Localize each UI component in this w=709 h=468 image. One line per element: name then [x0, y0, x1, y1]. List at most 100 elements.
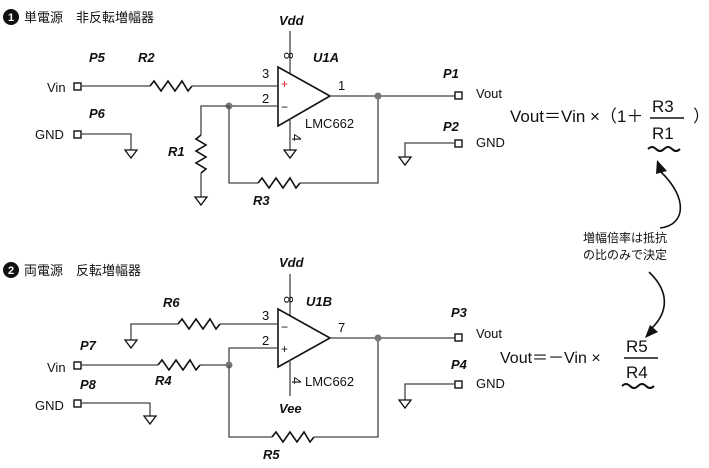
- callout-arrow-up: [659, 171, 682, 229]
- section1-formula-squiggle: [647, 146, 681, 152]
- section1-vout-label: Vout: [476, 86, 502, 101]
- section1-fb-right-wire: [300, 96, 379, 184]
- section1-pin-minus: 2: [262, 91, 269, 106]
- section2-fb-right-wire: [314, 338, 379, 438]
- section1-opamp-ref: U1A: [313, 50, 339, 65]
- section1-p2-ref: P2: [443, 119, 460, 134]
- section2-title: 両電源 反転増幅器: [24, 264, 141, 279]
- section2-p8-ref: P8: [80, 377, 97, 392]
- section1-opamp-part: LMC662: [305, 116, 354, 131]
- section1-pin-plus: 3: [262, 66, 269, 81]
- section2-p4-gnd-label: GND: [476, 376, 505, 391]
- section1-pin-supply-top: 8: [281, 52, 296, 59]
- section1-p5-ref: P5: [89, 50, 106, 65]
- section2-fb-left-wire: [228, 365, 272, 438]
- section1-p2-ground-icon: [397, 156, 413, 167]
- section1-r1-resistor: [194, 134, 208, 174]
- section2-r6-resistor: [177, 317, 221, 331]
- section2-junction-output: [374, 334, 382, 342]
- section2-p8-ground-icon: [142, 415, 158, 426]
- section2-r6-ground-icon: [123, 339, 139, 350]
- section2-p4-terminal[interactable]: [454, 380, 463, 389]
- section1-supply-label: Vdd: [279, 13, 305, 28]
- section2-plus-sign: +: [281, 342, 288, 356]
- callout: 増幅倍率は抵抗 の比のみで決定: [583, 160, 682, 338]
- section2-p7-terminal[interactable]: [73, 361, 82, 370]
- section2-r5-resistor: [271, 430, 315, 444]
- section1-pin-out: 1: [338, 78, 345, 93]
- callout-line2: の比のみで決定: [583, 247, 667, 262]
- section2-p4-ground-icon: [397, 399, 413, 410]
- section2-p4-ref: P4: [451, 357, 468, 372]
- section1-r2-ref: R2: [138, 50, 155, 65]
- section2-vin-label: Vin: [47, 360, 66, 375]
- section2-supply-bottom-label: Vee: [279, 401, 302, 416]
- section1-plus-sign: +: [281, 77, 288, 91]
- section1-p2-gnd-label: GND: [476, 135, 505, 150]
- section1-r3-resistor: [257, 176, 301, 190]
- section1-p6-gnd-wire: [81, 133, 132, 150]
- section1-badge: [3, 9, 19, 25]
- section2-minus-sign: −: [281, 320, 288, 334]
- callout-arrow-down: [648, 271, 666, 329]
- section1-r1-ground-icon: [193, 196, 209, 207]
- section1-p2-terminal[interactable]: [454, 139, 463, 148]
- section1-r1-top-wire: [200, 105, 229, 135]
- section1-p6-ref: P6: [89, 106, 106, 121]
- section2-p4-gnd-wire: [404, 383, 455, 400]
- section2-pin-plus: 2: [262, 333, 269, 348]
- section1-r3-ref: R3: [253, 193, 270, 208]
- callout-arrowhead-down: [645, 325, 658, 338]
- section2-p3-ref: P3: [451, 305, 468, 320]
- section2-p7-ref: P7: [80, 338, 97, 353]
- section1-formula-close: ）: [693, 107, 709, 126]
- section2-r4-resistor: [157, 358, 201, 372]
- section2-formula-lhs: Vout＝－Vin ×: [500, 350, 601, 367]
- section2-p8-terminal[interactable]: [73, 399, 82, 408]
- section2: 2 両電源 反転増幅器 Vdd 8 − + U1B LMC662 3 2 7 4…: [3, 255, 658, 462]
- section1-formula-num: R3: [652, 97, 674, 116]
- section2-formula-den: R4: [626, 363, 648, 382]
- section1-junction-output: [374, 92, 382, 100]
- section1-vin-label: Vin: [47, 80, 66, 95]
- section2-r6-left-wire: [130, 323, 178, 340]
- section2-badge: [3, 262, 19, 278]
- section1-minus-sign: −: [281, 100, 288, 114]
- section2-formula-squiggle: [621, 383, 655, 389]
- section2-opamp-ref: U1B: [306, 294, 332, 309]
- section1-opamp-ground-icon: [282, 149, 298, 160]
- section1-p5-terminal[interactable]: [73, 82, 82, 91]
- section2-p3-terminal[interactable]: [454, 333, 463, 342]
- section1-p1-terminal[interactable]: [454, 91, 463, 100]
- section2-r6-ref: R6: [163, 295, 180, 310]
- section1-title: 単電源 非反転増幅器: [24, 10, 154, 26]
- section2-gnd-label: GND: [35, 398, 64, 413]
- section1-p1-ref: P1: [443, 66, 459, 81]
- section1-p6-ground-icon: [123, 149, 139, 160]
- section2-opamp: [277, 307, 332, 369]
- callout-arrowhead-up: [656, 160, 667, 174]
- section2-pin-supply-bottom: 4: [289, 377, 304, 384]
- section1-r2-resistor: [149, 79, 193, 93]
- section2-pin-minus: 3: [262, 308, 269, 323]
- section2-pin-out: 7: [338, 320, 345, 335]
- section2-p8-gnd-wire: [81, 402, 151, 416]
- section1-badge-number: 1: [8, 12, 14, 24]
- section2-plus-wire: [228, 347, 278, 365]
- section2-formula-num: R5: [626, 337, 648, 356]
- section1-pin-supply-bottom: 4: [289, 134, 304, 141]
- section2-r5-ref: R5: [263, 447, 280, 462]
- section2-pin-supply-top: 8: [281, 296, 296, 303]
- section1-opamp: [277, 65, 332, 128]
- section1-gnd-label: GND: [35, 127, 64, 142]
- section1-r1-ref: R1: [168, 144, 185, 159]
- section1-formula-den: R1: [652, 124, 674, 143]
- section2-r4-ref: R4: [155, 373, 172, 388]
- callout-line1: 増幅倍率は抵抗: [583, 230, 667, 245]
- section1-p6-terminal[interactable]: [73, 130, 82, 139]
- section1-fb-left-wire: [228, 106, 258, 184]
- section2-supply-top-label: Vdd: [279, 255, 305, 270]
- section1-formula-lhs: Vout＝Vin ×（1＋: [510, 107, 643, 126]
- section1-p2-gnd-wire: [404, 142, 455, 157]
